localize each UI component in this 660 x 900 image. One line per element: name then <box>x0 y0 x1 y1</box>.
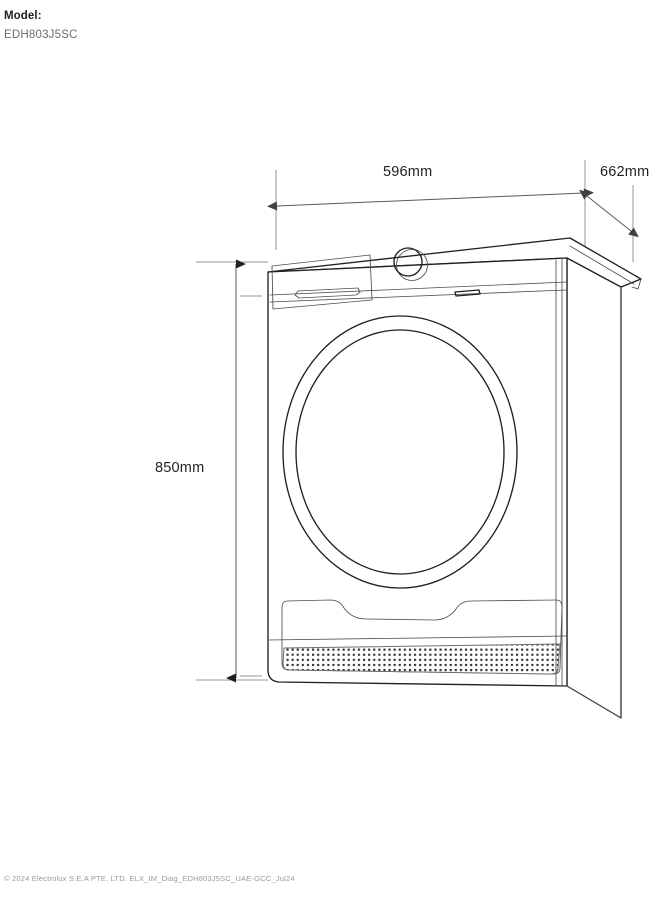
dimension-width: 596mm <box>267 164 594 211</box>
dryer-cabinet <box>267 237 642 719</box>
cabinet-right-side-panel <box>566 257 622 719</box>
dimension-height: 850mm <box>155 259 246 683</box>
display-window <box>454 289 481 297</box>
water-tank-handle <box>294 287 361 299</box>
top-surface-edge-tip <box>631 278 642 290</box>
dial-knob-face <box>393 247 423 277</box>
perforated-air-intake-grille <box>282 643 561 675</box>
dimension-depth-label: 662mm <box>600 164 649 180</box>
cabinet-front-face <box>267 257 568 687</box>
base-recede-edge <box>566 685 622 719</box>
door-glass-ring <box>295 329 505 575</box>
model-label: Model: <box>4 10 42 22</box>
copyright-footer: © 2024 Electrolux S.E.A PTE. LTD. ELX_IM… <box>4 874 295 883</box>
dimension-depth: 662mm <box>579 164 649 238</box>
model-number: EDH803J5SC <box>4 28 78 41</box>
control-panel-lower-trim <box>269 289 567 303</box>
dimension-width-label: 596mm <box>383 164 432 180</box>
control-panel-bottom-edge <box>269 281 567 296</box>
door-outer-bezel <box>282 315 518 589</box>
model-header: Model: EDH803J5SC <box>4 8 78 43</box>
top-surface-fold <box>569 245 635 285</box>
water-tank-fascia <box>271 254 373 310</box>
plinth-line <box>267 635 568 641</box>
dial-outer-ring <box>396 249 428 281</box>
dimension-height-label: 850mm <box>155 460 204 476</box>
circular-door[interactable] <box>282 315 518 589</box>
rotary-program-dial[interactable] <box>393 247 428 281</box>
